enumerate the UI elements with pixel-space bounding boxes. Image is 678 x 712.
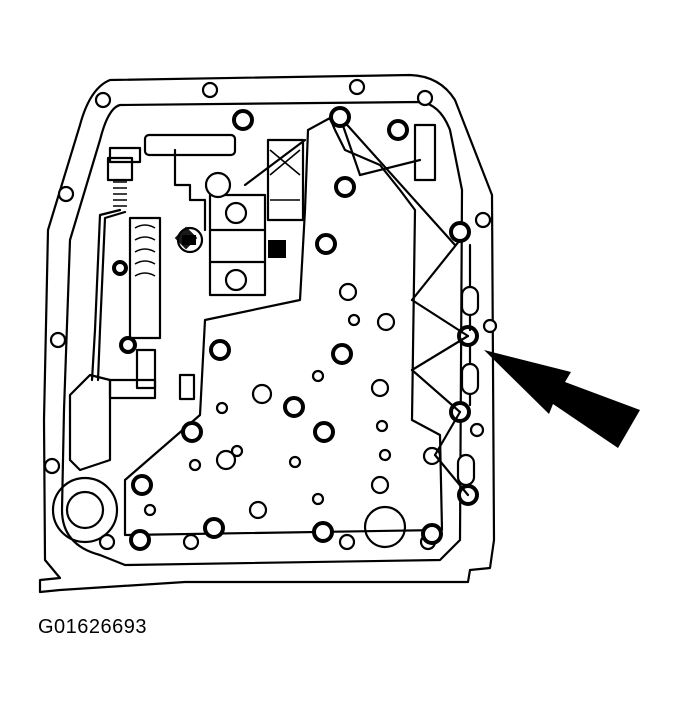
right-linkage [410, 238, 480, 497]
valve-body-plate [123, 116, 444, 537]
pump-boss-inner [65, 490, 105, 530]
callout-arrow-icon [484, 350, 640, 448]
pump-boss-outer [51, 476, 119, 544]
valve-body-illustration [38, 73, 640, 594]
upper-components [108, 115, 457, 297]
figure-caption: G01626693 [38, 616, 148, 638]
gasket-outline [38, 73, 496, 594]
valve-body-diagram [38, 73, 640, 594]
spring-assembly [68, 156, 196, 472]
valve-body-ports [143, 282, 442, 520]
valve-body-bolts [129, 106, 479, 551]
gasket-inner-line [60, 100, 464, 567]
large-port [363, 505, 407, 549]
gasket-bolt-holes [43, 78, 498, 551]
